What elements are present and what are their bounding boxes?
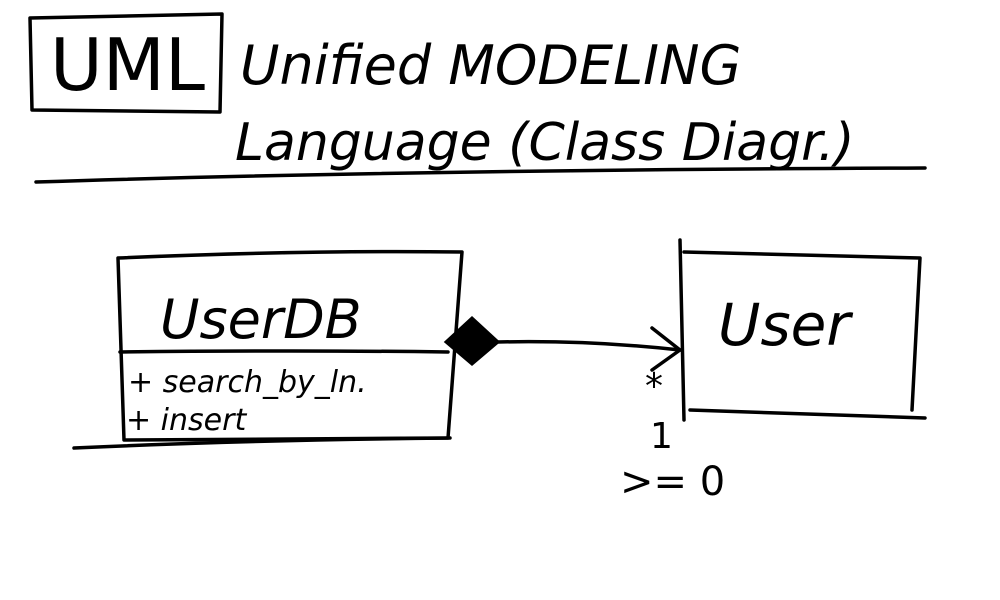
association-line — [496, 339, 682, 352]
user-class-box — [678, 238, 927, 422]
uml-badge-box — [28, 12, 224, 114]
userdb-divider — [118, 349, 450, 354]
title-line-2: Language (Class Diagr.) — [235, 113, 855, 173]
userdb-method-insert: + insert — [126, 403, 247, 438]
multiplicity-note: >= 0 — [620, 459, 725, 505]
multiplicity-star: * — [645, 366, 663, 407]
arrowhead-icon — [650, 326, 682, 372]
userdb-class-name: UserDB — [160, 288, 362, 351]
title-underline — [34, 166, 927, 184]
user-class-name: User — [718, 291, 853, 359]
title-line-1: Unified MODELING — [240, 34, 741, 97]
multiplicity-one: 1 — [650, 416, 673, 457]
userdb-class-box — [116, 249, 464, 442]
userdb-baseline — [72, 436, 452, 450]
userdb-method-search: + search_by_ln. — [128, 365, 367, 400]
uml-badge-text: UML — [50, 23, 205, 107]
